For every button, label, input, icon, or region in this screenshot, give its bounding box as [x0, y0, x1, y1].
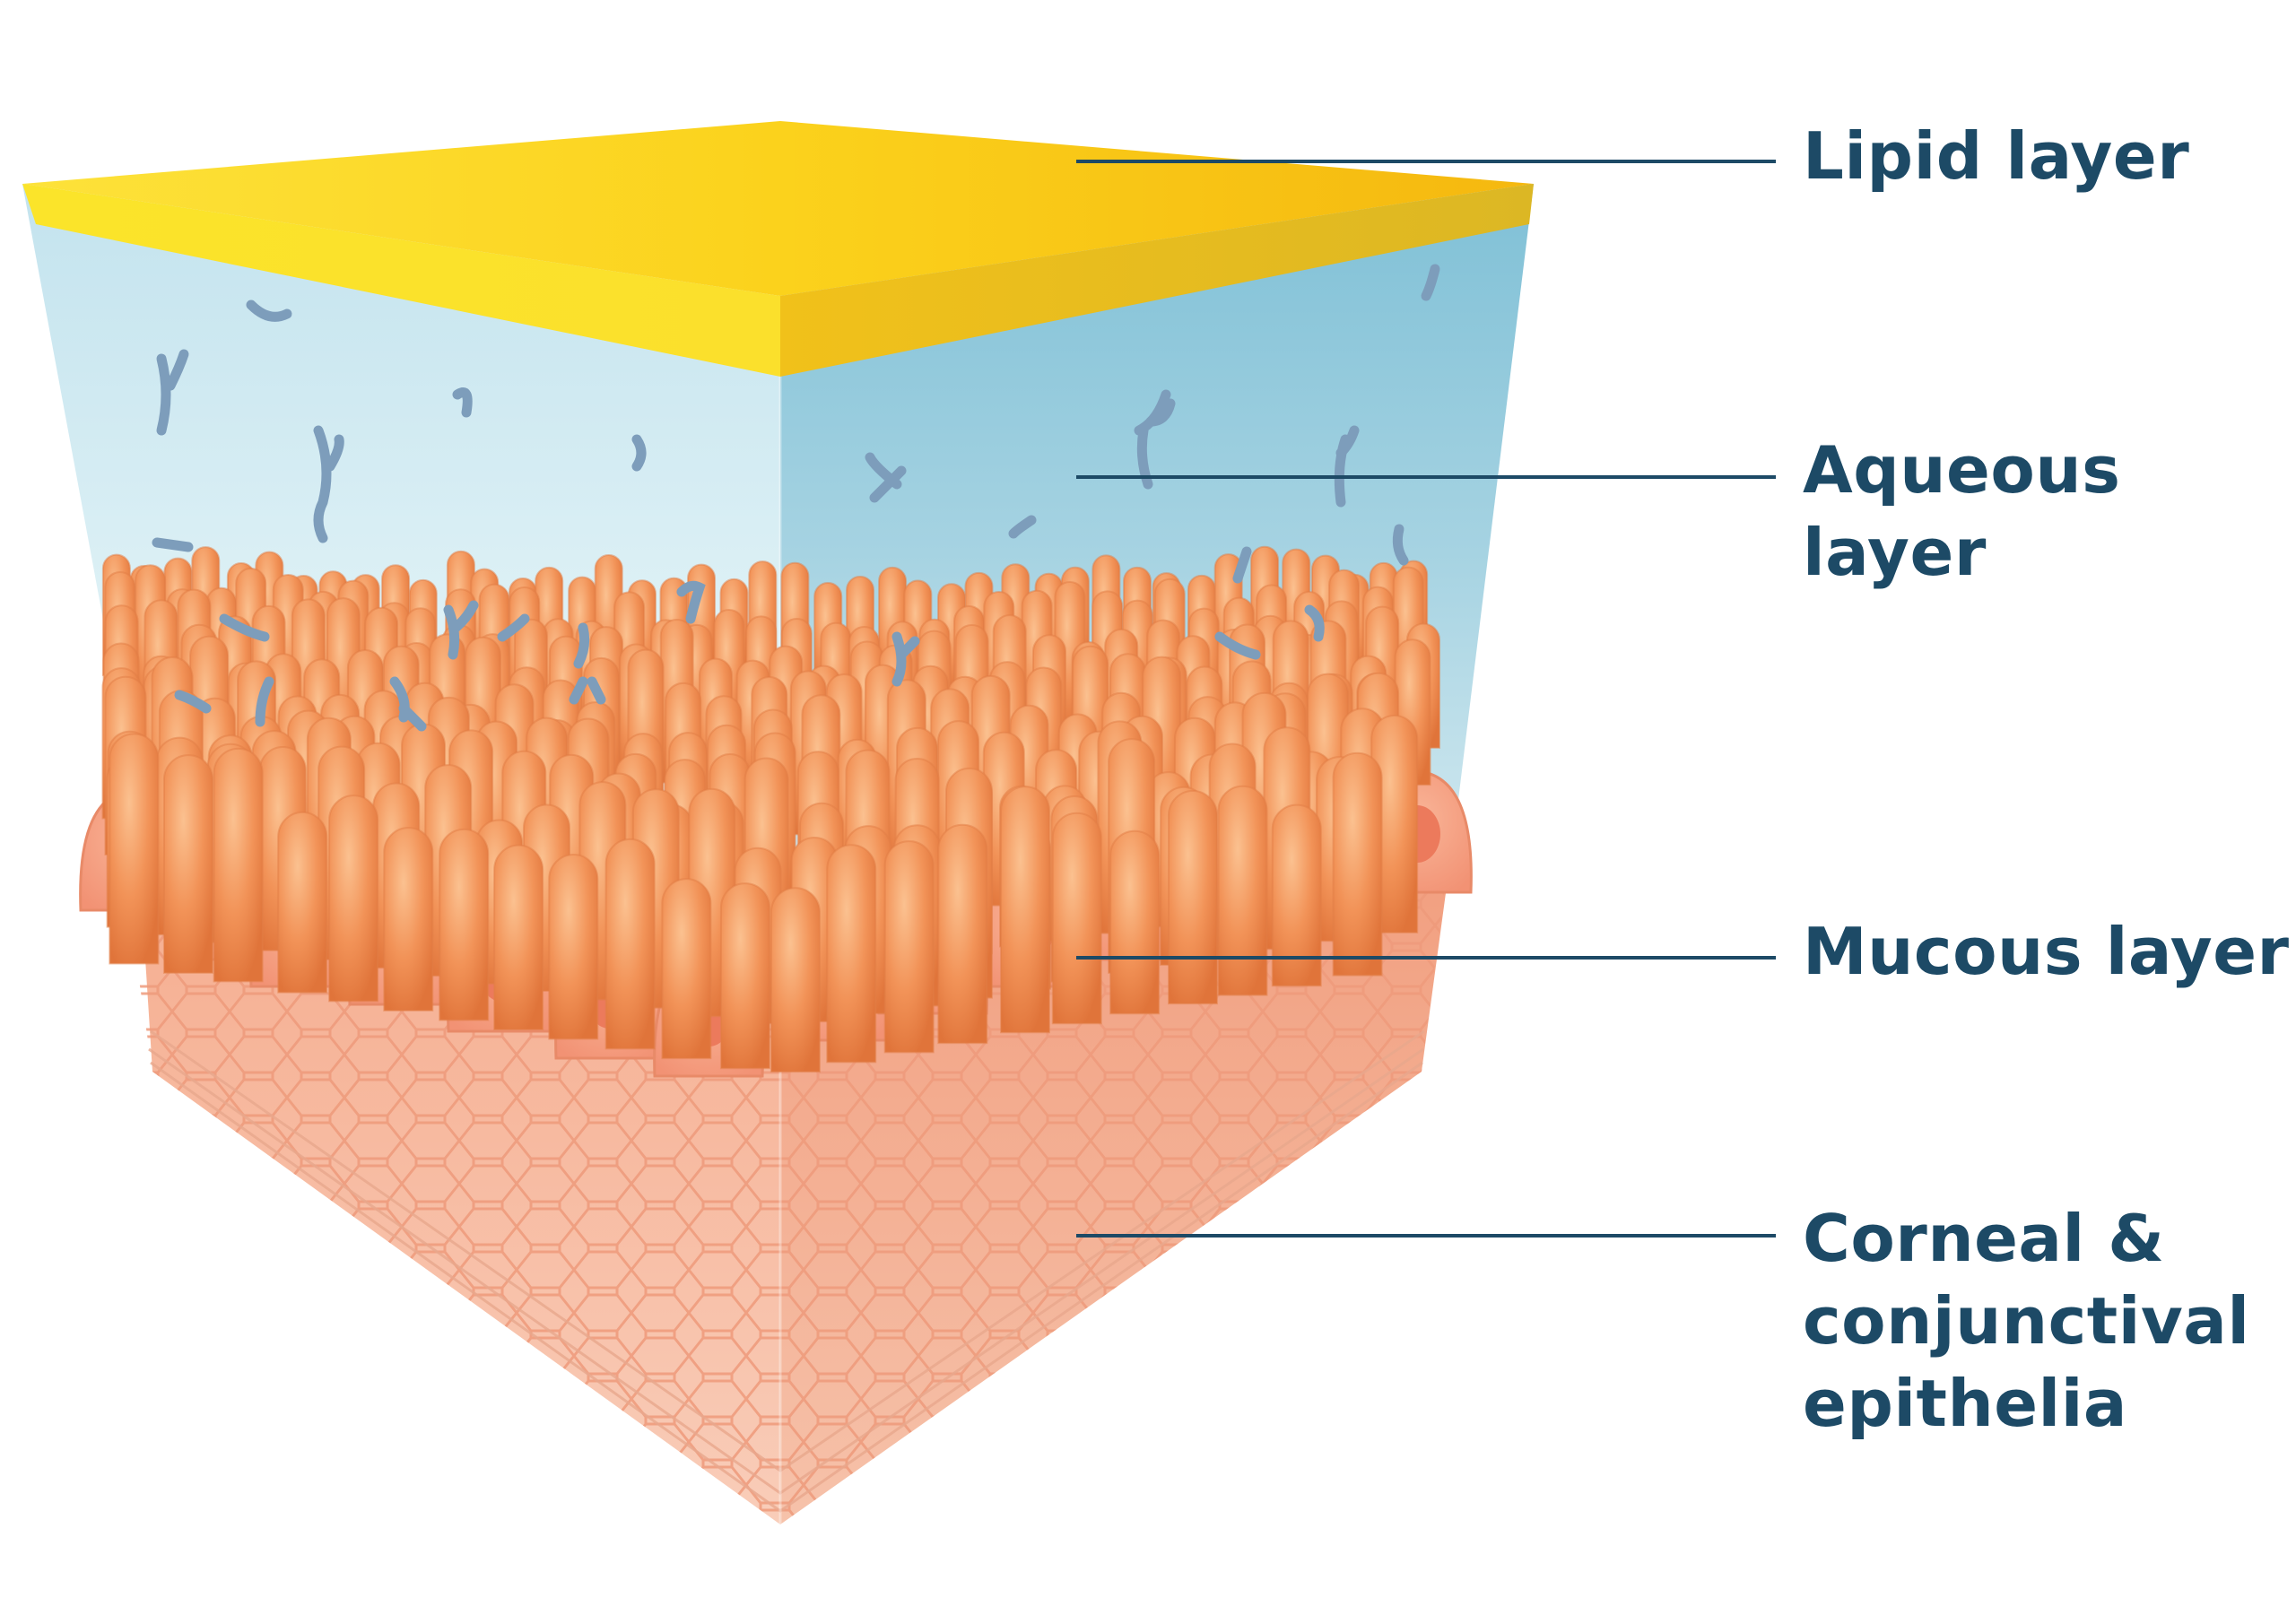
mucin-strand: [1134, 389, 1176, 490]
microvillus: [439, 828, 490, 1021]
label-mucous-layer: Mucous layer: [1803, 914, 2290, 989]
mucin-strand: [443, 600, 479, 660]
microvillus: [277, 811, 328, 994]
mucin-strand: [1392, 524, 1409, 566]
mucin-strands: [152, 264, 1440, 732]
mucin-strand: [676, 580, 706, 624]
label-corneal-conjunctival-epithelia: Corneal & conjunctival epithelia: [1803, 1201, 2250, 1441]
mucin-strand: [1214, 631, 1261, 660]
microvillus: [383, 827, 434, 1012]
mucin-strand: [1232, 546, 1252, 584]
mucin-strand: [246, 300, 292, 322]
microvillus: [1109, 829, 1161, 1015]
microvillus: [213, 747, 264, 983]
mucin-strand: [255, 676, 274, 727]
microvilli-cells: [101, 545, 1440, 1073]
microvillus: [109, 733, 160, 965]
basement-membrane: [148, 1029, 1425, 1513]
mucin-strand: [152, 537, 194, 552]
mucin-strand: [156, 349, 189, 436]
mucin-strand: [497, 613, 530, 642]
microvillus: [770, 887, 821, 1073]
mucin-strand: [1304, 604, 1325, 642]
microvillus: [493, 844, 544, 1030]
microvillus: [548, 854, 599, 1040]
lipid-layer: [22, 121, 1534, 377]
lipid-layer-left-face: [22, 184, 780, 377]
mucin-strand: [569, 622, 590, 705]
mucin-strand: [587, 676, 606, 705]
microvillus: [661, 878, 712, 1060]
mucin-strand: [174, 690, 212, 714]
mucin-strand: [313, 425, 344, 543]
microvillus: [1000, 786, 1050, 1034]
mucin-strand: [891, 631, 920, 687]
lipid-layer-right-face: [780, 184, 1534, 377]
mucin-strand: [1421, 264, 1440, 301]
microvillus: [328, 795, 379, 1003]
mucin-strand: [389, 676, 427, 732]
microvillus: [826, 844, 877, 1064]
microvillus: [719, 882, 770, 1070]
mucin-strand: [631, 434, 647, 472]
mucin-strand: [452, 387, 473, 418]
mucin-strand: [219, 613, 270, 642]
mucin-strand: [1008, 515, 1037, 539]
microvillus: [604, 838, 656, 1050]
leader-lines: [1076, 160, 1776, 1238]
microvillus: [1271, 803, 1322, 987]
microvillus: [1332, 751, 1383, 977]
microvillus: [883, 840, 935, 1054]
microvillus: [937, 823, 988, 1045]
mucin-strand: [865, 452, 907, 503]
microvillus: [1168, 790, 1218, 1005]
label-lipid-layer: Lipid layer: [1803, 118, 2190, 194]
mucin-strand: [1334, 425, 1360, 508]
microvillus: [1217, 785, 1268, 996]
microvillus: [1370, 715, 1419, 934]
microvillus: [1051, 812, 1102, 1025]
lipid-layer-top: [22, 121, 1534, 296]
label-aqueous-layer: Aqueous layer: [1803, 432, 2121, 590]
microvillus: [162, 754, 213, 974]
